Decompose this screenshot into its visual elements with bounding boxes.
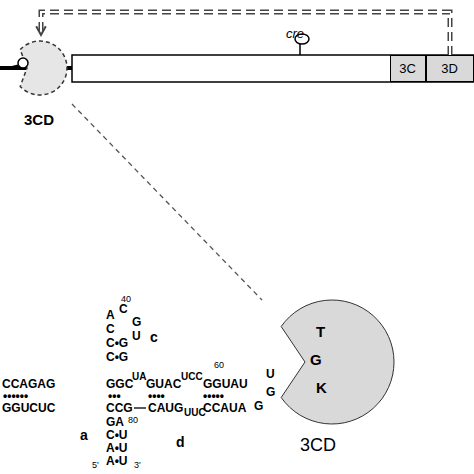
- protein-region-box: 3C: [390, 55, 426, 82]
- pair-dash: [134, 407, 146, 408]
- sequence-label: UA: [132, 372, 146, 382]
- sequence-label: C: [119, 303, 128, 315]
- sequence-label: UCC: [181, 372, 203, 382]
- sequence-label: GGUCUC: [2, 402, 55, 414]
- sequence-label: 80: [128, 416, 138, 425]
- sequence-label: A: [106, 309, 115, 321]
- sequence-label: GGC: [106, 378, 133, 390]
- connector-group: [36, 12, 450, 55]
- sequence-label: U: [132, 330, 141, 342]
- sequence-label: C: [106, 323, 115, 335]
- sequence-label: 60: [214, 361, 224, 370]
- cre-stem: [299, 44, 301, 55]
- sequence-label: ••••••: [3, 390, 28, 402]
- sequence-label: C•U: [106, 429, 128, 441]
- sequence-label: G: [266, 386, 275, 398]
- node-label: T: [316, 324, 325, 339]
- stem-loop-stem: [7, 65, 19, 68]
- sequence-label: UUC: [184, 408, 206, 418]
- node-label: 3CD: [300, 436, 336, 454]
- node-label: 3C: [399, 62, 416, 75]
- stem-loop: [18, 58, 28, 68]
- protein-3cd: 3CD: [5, 35, 77, 135]
- sequence-label: CCAUA: [203, 402, 246, 414]
- sequence-label: GGUAU: [203, 378, 248, 390]
- sequence-label: G: [254, 400, 263, 412]
- sequence-label: A•U: [106, 442, 128, 454]
- pacman-outline: [281, 300, 394, 424]
- protein-region-box: 3D: [426, 55, 474, 82]
- sequence-label: a: [80, 428, 88, 442]
- genome-box: [72, 55, 474, 82]
- sequence-label: 3': [134, 461, 141, 470]
- sequence-label: U: [266, 368, 275, 380]
- arrow-inner: [41, 12, 450, 55]
- node-label: G: [310, 352, 322, 367]
- zoom-line: [72, 104, 262, 300]
- sequence-label: •••••: [203, 390, 224, 402]
- sequence-label: GUAC: [146, 378, 181, 390]
- node-label: 3D: [441, 62, 458, 75]
- sequence-label: GA: [106, 416, 124, 428]
- node-label: 3CD: [24, 112, 54, 127]
- sequence-label: C•G: [106, 337, 128, 349]
- pacman-outline: [20, 41, 67, 95]
- sequence-label: ••••: [148, 390, 165, 402]
- sequence-label: •••: [108, 390, 121, 402]
- protein-3cd: TGK 3CD: [270, 296, 400, 460]
- sequence-label: CAUG: [148, 402, 183, 414]
- sequence-label: A•U: [106, 455, 128, 467]
- sequence-label: CCAGAG: [2, 378, 55, 390]
- element-label: cre: [286, 27, 304, 40]
- node-label: K: [316, 380, 327, 395]
- sequence-label: G: [132, 316, 141, 328]
- arrow-head: [36, 26, 46, 35]
- sequence-label: CCG: [106, 402, 133, 414]
- sequence-label: 5': [92, 461, 99, 470]
- sequence-label: C•G: [106, 351, 128, 363]
- sequence-label: c: [150, 330, 158, 344]
- sequence-label: d: [176, 435, 185, 449]
- feedback-arrow: [41, 12, 450, 55]
